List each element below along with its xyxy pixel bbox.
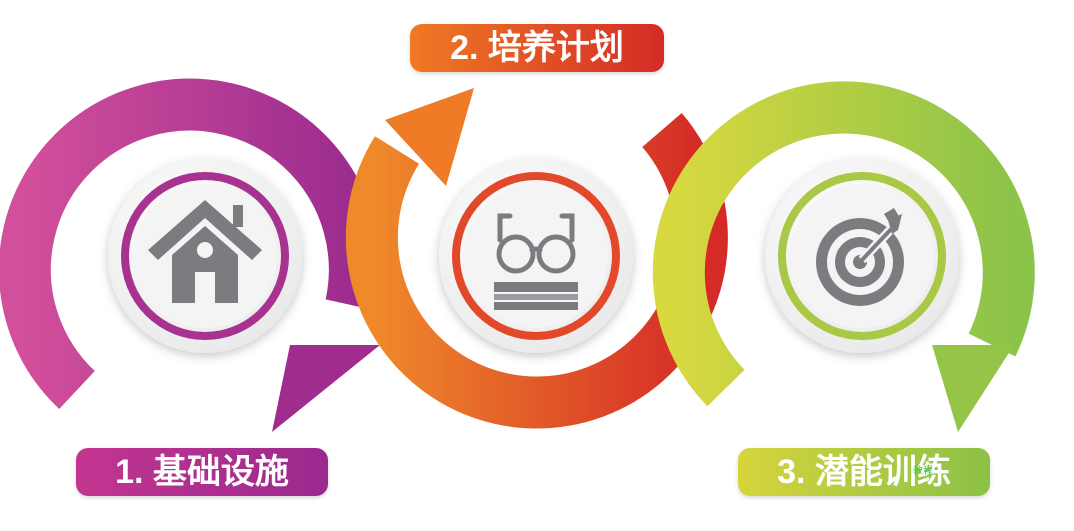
disc-step-1: [108, 159, 302, 353]
glasses-book-icon: [494, 213, 578, 310]
arrowhead-step-2: [385, 88, 474, 186]
arrowhead-step-3: [932, 345, 1014, 432]
disc-step-3: [765, 159, 959, 353]
arrowhead-step-1: [272, 345, 380, 432]
step-3-label: 3. 潜能训练: [738, 448, 990, 496]
ring-step-3: [652, 81, 1035, 432]
target-dart-icon: [816, 208, 904, 306]
house-icon: [148, 200, 262, 303]
disc-step-2: [439, 159, 633, 353]
step-1-label: 1. 基础设施: [76, 448, 328, 496]
step-2-label: 2. 培养计划: [410, 24, 664, 72]
watermark: 教程: [913, 466, 933, 477]
ring-step-1: [0, 78, 381, 432]
